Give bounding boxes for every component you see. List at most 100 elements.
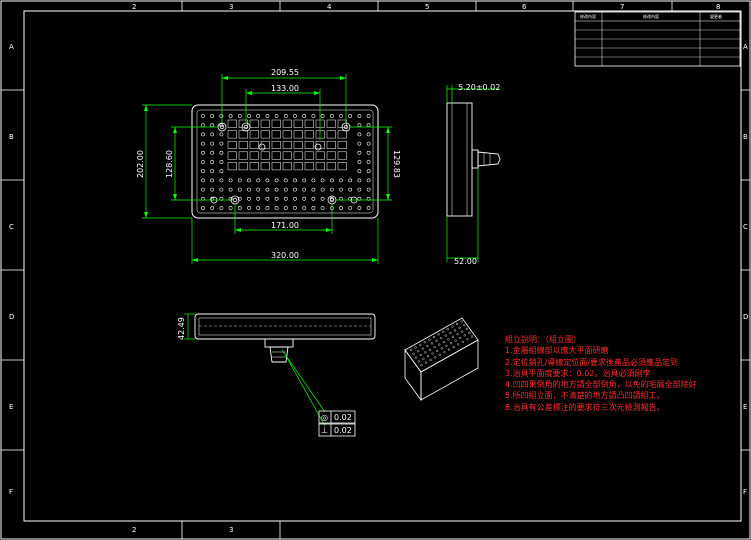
pocket-cell [249,162,259,171]
grid-hole [366,169,371,174]
dim-right-height: 129.83 [392,150,401,178]
zone-left-f: F [9,488,13,496]
grid-hole [302,178,307,183]
iso-hole [463,334,466,337]
pocket-cell [249,140,259,149]
iso-hole [422,357,425,360]
grid-hole [247,206,251,210]
grid-hole [366,187,371,192]
pocket-cell [238,140,248,149]
grid-hole [219,187,224,192]
dim-top-inner: 133.00 [271,84,299,93]
iso-hole [445,344,448,347]
grid-hole [265,187,270,192]
grid-hole [219,132,224,137]
grid-hole [210,187,215,192]
pocket-cell [260,140,270,149]
grid-hole [283,114,288,118]
pocket-cell [271,151,281,160]
zone-top-2: 2 [132,3,136,11]
grid-hole [320,178,325,183]
pocket-grid [227,119,347,171]
grid-hole [302,196,307,201]
dim-bottom-inner: 171.00 [271,221,299,230]
grid-hole [274,178,279,183]
zone-right-e: E [743,403,747,411]
iso-hole [430,342,434,345]
pocket-cell [304,162,314,171]
grid-hole [210,206,215,210]
iso-hole [447,348,451,351]
top-view-outline [191,104,379,219]
grid-hole [228,187,233,192]
pocket-cell [304,130,314,139]
tolerance-perpendicularity-symbol: ⊥ [321,426,328,435]
grid-hole [201,132,205,137]
grid-hole [201,141,205,146]
tolerance-concentricity-symbol: ◎ [321,413,328,422]
pocket-cell [249,130,259,139]
pocket-cell [337,130,347,139]
top-view-dimensions [142,74,392,264]
front-view [194,313,376,363]
iso-hole [434,356,437,359]
pocket-cell [326,119,336,128]
grid-hole [311,187,316,192]
grid-hole [219,196,224,201]
front-view-dimensions [184,313,326,427]
grid-hole [320,196,325,201]
pocket-cell [271,140,281,149]
grid-hole [219,178,224,183]
iso-hole [452,345,455,349]
pocket-cell [282,162,292,171]
grid-hole [256,114,261,118]
grid-hole [357,141,362,146]
grid-hole [237,196,242,201]
revision-header-3: 變更者 [710,13,722,19]
note-6: 6.治具有公差標注的要求符三次元檢測報告。 [505,402,665,412]
zone-left-a: A [9,43,14,51]
grid-hole [256,206,261,210]
zone-top-6: 6 [522,3,527,11]
grid-hole [274,187,279,192]
grid-hole [247,196,251,201]
locating-pins [210,122,358,205]
grid-hole [219,114,224,118]
grid-hole [339,187,343,192]
pocket-cell [293,151,303,160]
grid-hole [357,178,362,183]
grid-hole [357,132,362,137]
dim-front-height: 42.49 [177,317,186,340]
iso-hole [419,353,422,357]
grid-hole [283,178,288,183]
iso-hole [435,339,438,342]
grid-hole [201,187,205,192]
iso-hole [453,329,457,332]
iso-hole [457,343,460,346]
iso-hole [454,339,457,342]
grid-hole [366,196,371,201]
pocket-cell [238,151,248,160]
grid-hole [247,178,251,183]
grid-hole [311,206,316,210]
iso-hole [431,352,434,355]
pocket-cell [315,162,325,171]
grid-hole [366,132,371,137]
iso-hole [461,340,464,343]
grid-hole [247,114,251,118]
grid-hole [201,206,205,210]
grid-hole [311,114,316,118]
iso-hole [414,346,417,349]
grid-hole [210,123,215,128]
iso-hole [419,343,422,346]
pocket-cell [282,130,292,139]
iso-hole [449,342,453,345]
iso-hole [436,349,439,353]
iso-hole-pattern [409,320,474,367]
hole-grid [201,114,371,210]
iso-hole [458,326,461,329]
grid-hole [210,150,215,155]
pocket-cell [227,119,237,128]
grid-hole [274,196,279,201]
